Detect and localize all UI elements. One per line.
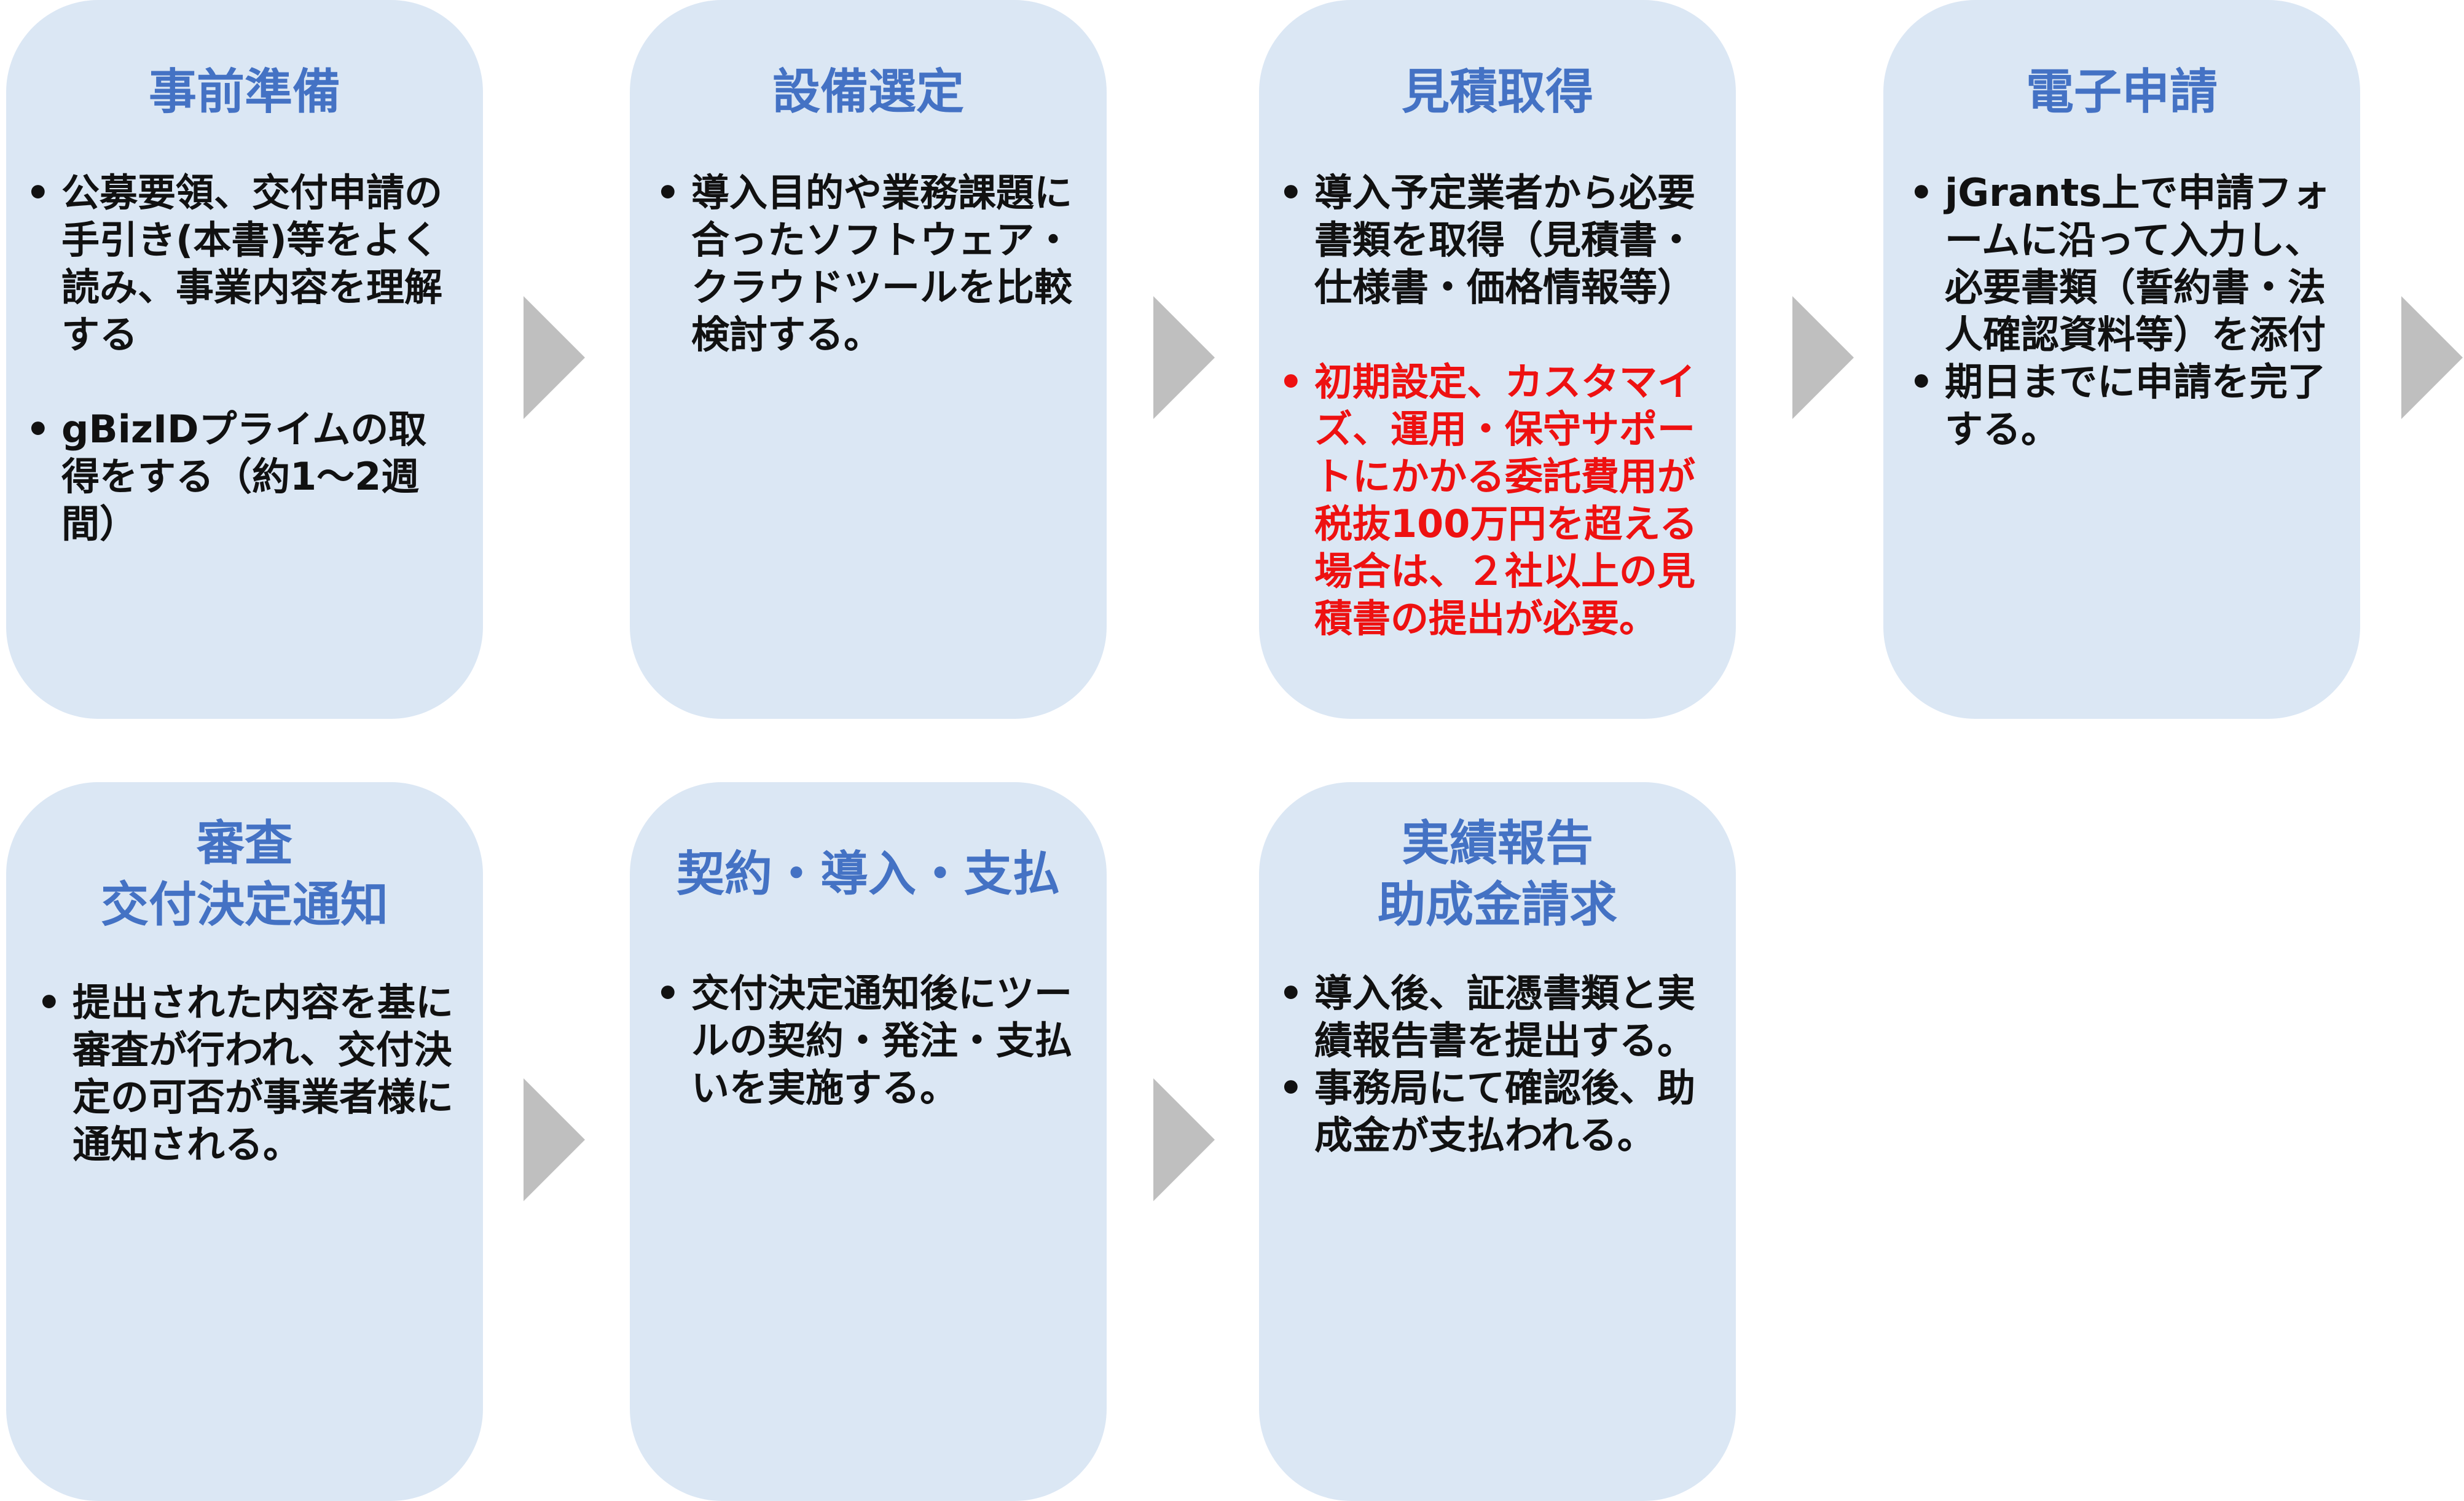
bullet-item: 公募要領、交付申請の手引き(本書)等をよく読み、事業内容を理解する [26,169,456,358]
step-bullets: 交付決定通知後にツールの契約・発注・支払いを実施する。 [656,970,1092,1111]
step-card-review-notification: 審査 交付決定通知 提出された内容を基に審査が行われ、交付決定の可否が事業者様に… [6,782,483,1501]
arrow-right-icon [2401,296,2463,419]
bullet-item: 導入後、証憑書類と実績報告書を提出する。 [1279,970,1718,1064]
bullet-item-emphasis: 初期設定、カスタマイズ、運用・保守サポートにかかる委託費用が税抜100万円を超え… [1279,358,1718,642]
step-card-contract-payment: 契約・導入・支払 交付決定通知後にツールの契約・発注・支払いを実施する。 [630,782,1107,1501]
step-title: 実績報告 助成金請求 [1377,816,1617,933]
step-title: 電子申請 [2025,65,2218,120]
step-title: 事前準備 [148,65,340,120]
bullet-item: 導入目的や業務課題に合ったソフトウェア・クラウドツールを比較検討する。 [656,169,1092,358]
bullet-item: 期日までに申請を完了する。 [1909,358,2348,453]
step-bullets: 提出された内容を基に審査が行われ、交付決定の可否が事業者様に通知される。 [37,979,467,1168]
arrow-right-icon [1153,1078,1215,1201]
step-card-equipment-selection: 設備選定 導入目的や業務課題に合ったソフトウェア・クラウドツールを比較検討する。 [630,0,1107,719]
arrow-right-icon [524,1078,585,1201]
step-card-preparation: 事前準備 公募要領、交付申請の手引き(本書)等をよく読み、事業内容を理解する g… [6,0,483,719]
step-card-electronic-application: 電子申請 jGrants上で申請フォームに沿って入力し、必要書類（誓約書・法人確… [1883,0,2360,719]
step-card-quotation: 見積取得 導入予定業者から必要書類を取得（見積書・仕様書・価格情報等） 初期設定… [1259,0,1736,719]
bullet-item: 提出された内容を基に審査が行われ、交付決定の可否が事業者様に通知される。 [37,979,467,1168]
step-title: 契約・導入・支払 [676,847,1060,902]
step-bullets: 導入目的や業務課題に合ったソフトウェア・クラウドツールを比較検討する。 [656,169,1092,358]
step-title: 設備選定 [772,65,964,120]
step-bullets: 導入予定業者から必要書類を取得（見積書・仕様書・価格情報等） 初期設定、カスタマ… [1279,169,1718,642]
step-card-report-claim: 実績報告 助成金請求 導入後、証憑書類と実績報告書を提出する。 事務局にて確認後… [1259,782,1736,1501]
bullet-item: gBizIDプライムの取得をする（約1〜2週間） [26,406,456,547]
step-title: 見積取得 [1401,65,1593,120]
arrow-right-icon [1153,296,1215,419]
step-bullets: 導入後、証憑書類と実績報告書を提出する。 事務局にて確認後、助成金が支払われる。 [1279,970,1718,1159]
step-title: 審査 交付決定通知 [100,816,388,933]
arrow-right-icon [524,296,585,419]
step-bullets: jGrants上で申請フォームに沿って入力し、必要書類（誓約書・法人確認資料等）… [1909,169,2348,453]
step-bullets: 公募要領、交付申請の手引き(本書)等をよく読み、事業内容を理解する gBizID… [26,169,456,547]
bullet-item: 導入予定業者から必要書類を取得（見積書・仕様書・価格情報等） [1279,169,1718,311]
bullet-item: jGrants上で申請フォームに沿って入力し、必要書類（誓約書・法人確認資料等）… [1909,169,2348,358]
bullet-item: 事務局にて確認後、助成金が支払われる。 [1279,1064,1718,1159]
arrow-right-icon [1792,296,1854,419]
bullet-item: 交付決定通知後にツールの契約・発注・支払いを実施する。 [656,970,1092,1111]
